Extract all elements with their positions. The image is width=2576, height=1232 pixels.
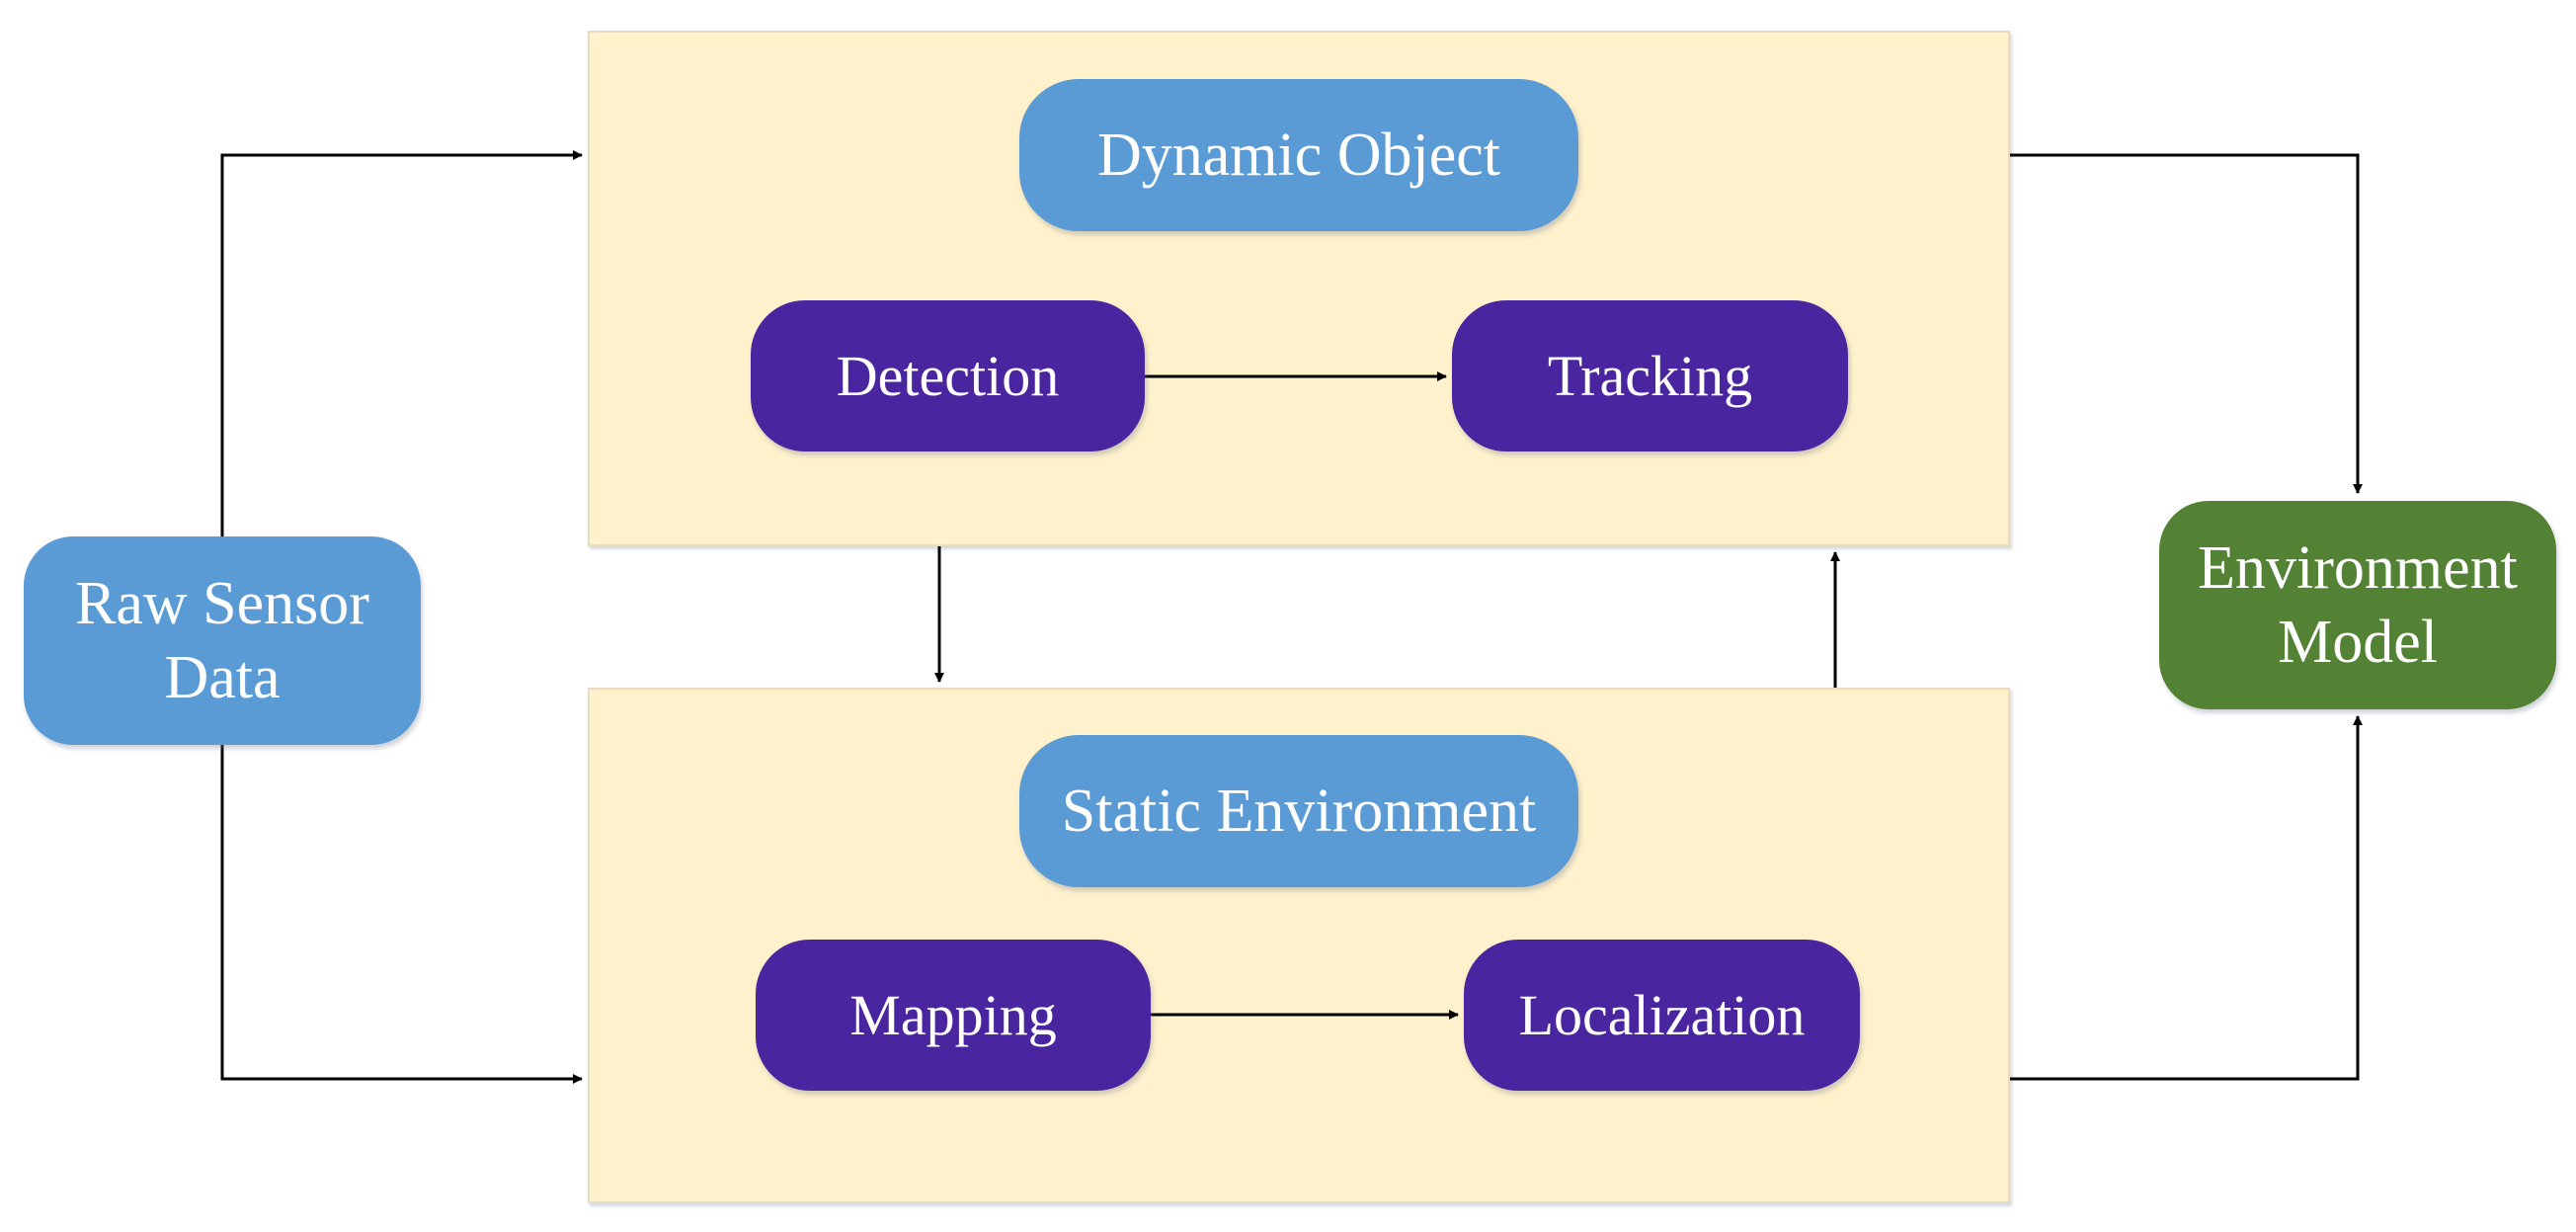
environment-model-label-line2: Model [2278,608,2438,676]
arrow-raw-to-dynamic [220,150,583,536]
arrow-raw-to-static [220,745,583,1084]
detection-label: Detection [836,343,1060,408]
arrow-static-to-environment [2010,715,2363,1081]
raw-sensor-data-label-line2: Data [164,643,281,711]
tracking-node: Tracking [1452,300,1848,452]
static-environment-label: Static Environment [1061,777,1537,845]
mapping-label: Mapping [849,982,1057,1047]
raw-sensor-data-label-line1: Raw Sensor [75,570,369,638]
localization-node: Localization [1464,940,1860,1091]
mapping-node: Mapping [756,940,1151,1091]
static-environment-node: Static Environment [1019,735,1578,887]
tracking-label: Tracking [1547,343,1753,408]
raw-sensor-data-node: Raw Sensor Data [24,536,421,745]
arrow-dynamic-to-environment [2010,153,2363,494]
detection-node: Detection [751,300,1145,452]
environment-model-label-line1: Environment [2198,534,2518,603]
dynamic-object-node: Dynamic Object [1019,79,1578,231]
localization-label: Localization [1518,982,1806,1047]
dynamic-object-label: Dynamic Object [1096,121,1501,189]
environment-model-node: Environment Model [2159,501,2556,709]
